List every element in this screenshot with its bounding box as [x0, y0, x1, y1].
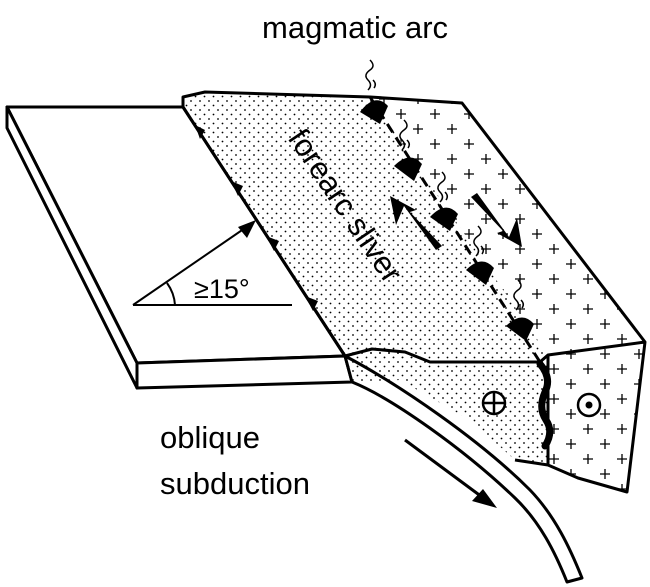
label-magmatic-arc: magmatic arc — [262, 10, 448, 45]
label-oblique: oblique — [160, 420, 260, 455]
thrust-triangle-icon — [360, 100, 388, 124]
angle-arc — [166, 282, 176, 306]
slab-motion-arrow — [404, 438, 497, 508]
subducting-plate — [5, 105, 354, 390]
arc-strike-slip-fault — [360, 96, 554, 450]
arrowhead-icon — [238, 220, 256, 238]
thrust-triangle-icon — [195, 125, 205, 139]
front-face-fault — [536, 360, 554, 450]
label-angle: ≥15° — [194, 274, 250, 304]
thrust-triangle-icon — [466, 261, 494, 285]
label-subduction: subduction — [160, 466, 310, 501]
arrowhead-icon — [472, 489, 497, 508]
arc-block-top — [370, 97, 645, 355]
volcano-squiggle-icon — [399, 119, 411, 151]
strike-slip-arrows — [390, 193, 522, 250]
arc-motion-arrow — [471, 193, 522, 247]
volcano-squiggle-icon — [437, 171, 449, 203]
arc-block-front-face — [548, 342, 645, 492]
thrust-triangle-icon — [231, 181, 243, 196]
trench-thrust-fault — [181, 106, 347, 357]
forearc-front-face — [345, 349, 548, 465]
thrust-triangle-icon — [430, 207, 458, 231]
forearc-motion-arrow — [390, 196, 442, 250]
thrust-triangle-icon — [305, 296, 318, 311]
thrust-triangle-icon — [506, 317, 534, 341]
volcano-markers — [365, 59, 525, 311]
volcano-squiggle-icon — [473, 225, 485, 257]
plate-side-face — [135, 354, 354, 390]
out-of-page-symbol — [576, 392, 602, 418]
thrust-triangle-icon — [394, 157, 422, 181]
into-page-symbol — [481, 390, 507, 416]
forearc-sliver-top — [183, 92, 548, 362]
volcano-squiggle-icon — [513, 279, 525, 311]
convergence-vector — [132, 220, 292, 306]
volcano-squiggle-icon — [365, 59, 377, 91]
thrust-triangle-icon — [266, 236, 279, 251]
